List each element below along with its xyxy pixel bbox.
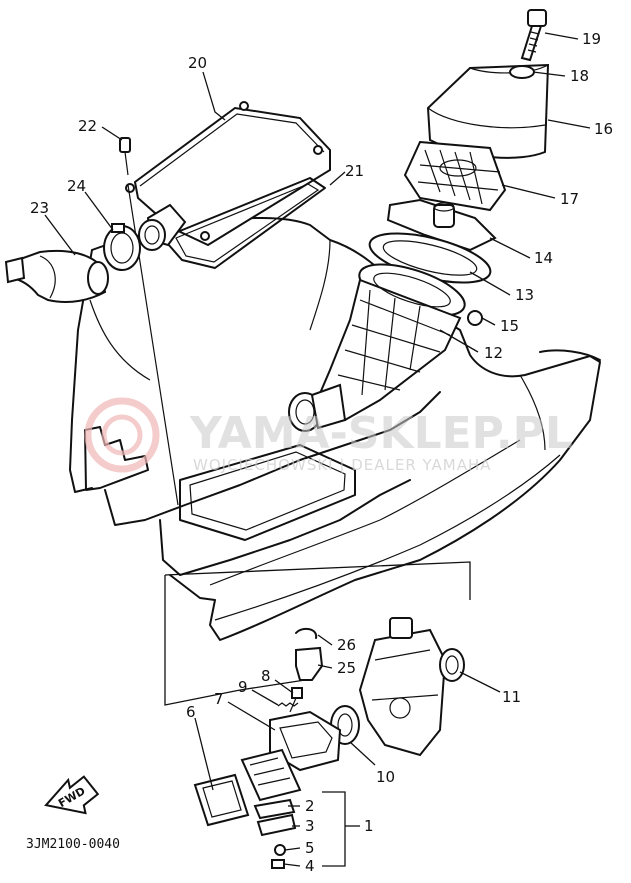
callout-12: 12 (484, 344, 503, 362)
callout-20: 20 (188, 54, 207, 72)
callout-7: 7 (214, 690, 224, 708)
part-22-screw (119, 137, 131, 176)
watermark-main: YAMA-SKLEP.PL (189, 408, 573, 459)
callout-9: 9 (238, 678, 248, 696)
part-4-screw (271, 859, 285, 869)
callout-14: 14 (534, 249, 553, 267)
callout-19: 19 (582, 30, 601, 48)
callout-6: 6 (186, 703, 196, 721)
watermark-logo-icon (84, 397, 160, 473)
reed-valve (240, 748, 302, 802)
watermark-sub: WOJCIECHOWSKI | DEALER YAMAHA (193, 456, 492, 474)
carburetor (358, 617, 447, 757)
callout-18: 18 (570, 67, 589, 85)
callout-1: 1 (364, 817, 374, 835)
callout-26: 26 (337, 636, 356, 654)
part-lid-intake-stub (138, 203, 187, 251)
callout-11: 11 (502, 688, 521, 706)
callout-24: 24 (67, 177, 86, 195)
part-15-nut (467, 310, 483, 326)
callout-15: 15 (500, 317, 519, 335)
callout-22: 22 (78, 117, 97, 135)
part-20-air-box-cover (125, 101, 331, 247)
detail-frame (164, 561, 471, 706)
callout-3: 3 (305, 817, 315, 835)
watermark: YAMA-SKLEP.PL WOJCIECHOWSKI | DEALER YAM… (84, 397, 573, 474)
part-26-clip (295, 627, 318, 639)
part-25-fitting (295, 646, 324, 681)
diagram-code: 3JM2100-0040 (26, 837, 120, 852)
callout-labels: 19 18 16 17 14 13 15 12 20 21 22 24 23 2… (30, 30, 613, 875)
part-5-washer (274, 844, 286, 856)
part-14-flange-plate (386, 198, 497, 252)
part-17-flame-arrester (403, 140, 507, 212)
callout-2: 2 (305, 797, 315, 815)
callout-4: 4 (305, 857, 315, 875)
callout-17: 17 (560, 190, 579, 208)
part-12-duct-nozzle (288, 383, 347, 432)
part-16-filter-cap (426, 63, 550, 159)
callout-10: 10 (376, 768, 395, 786)
part-9-spring (277, 702, 299, 707)
part-24-clamp (103, 223, 141, 271)
callout-25: 25 (337, 659, 356, 677)
callout-8: 8 (261, 667, 271, 685)
callout-5: 5 (305, 839, 315, 857)
part-19-bolt (520, 9, 547, 62)
callout-16: 16 (594, 120, 613, 138)
leader-lines (44, 32, 591, 867)
callout-21: 21 (345, 162, 364, 180)
part-18-washer (509, 65, 535, 79)
fwd-arrow: FWD (44, 775, 100, 815)
part-12-intake-duct (313, 263, 466, 422)
callout-13: 13 (515, 286, 534, 304)
part-2-stopper (253, 798, 296, 820)
callout-23: 23 (30, 199, 49, 217)
part-11-clamp (439, 648, 465, 682)
part-23-intake-hose (4, 249, 109, 303)
part-3-reed (256, 813, 297, 837)
part-6-gasket (193, 773, 250, 827)
